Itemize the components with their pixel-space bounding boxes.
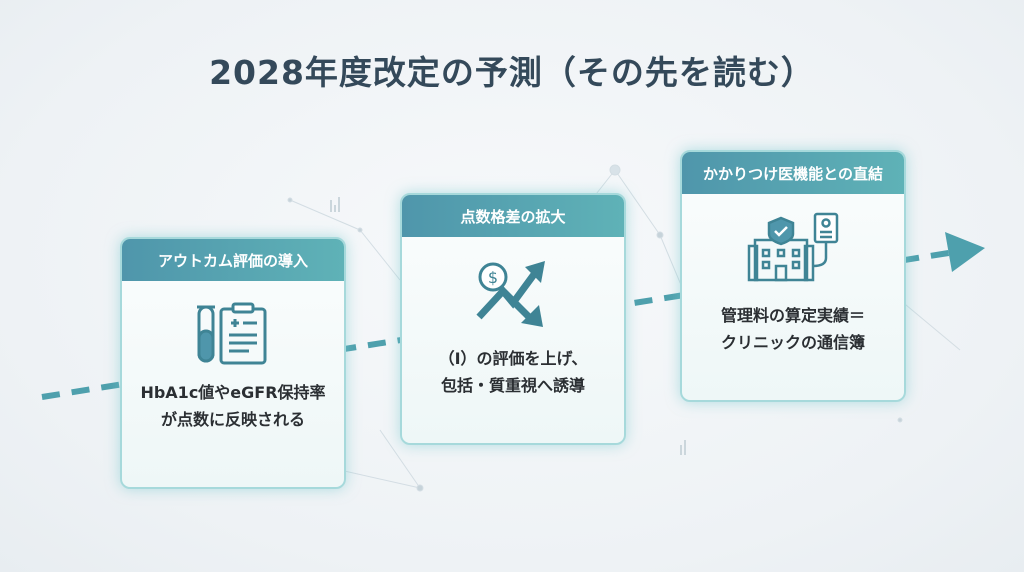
card-text-line: 管理料の算定実績＝ bbox=[720, 306, 865, 325]
card-outcome-evaluation: アウトカム評価の導入 HbA1c値やeGFR保持率 が点数に反映される bbox=[120, 237, 346, 489]
card-score-gap: 点数格差の拡大 $ （I）の評価を上げ、 包括・質重視へ誘導 bbox=[400, 193, 626, 445]
diverging-arrows-dollar-icon: $ bbox=[402, 257, 624, 329]
test-tube-clipboard-icon bbox=[122, 301, 344, 365]
card-family-doctor-function: かかりつけ医機能との直結 管理料の算定実績＝ クリニックの通信簿 bbox=[680, 150, 906, 402]
svg-text:$: $ bbox=[488, 268, 498, 287]
clinic-document-icon bbox=[682, 210, 904, 282]
card-text-line: HbA1c値やeGFR保持率 bbox=[140, 383, 326, 402]
card-text-line: クリニックの通信簿 bbox=[720, 333, 865, 352]
card-text-line: 包括・質重視へ誘導 bbox=[440, 376, 585, 395]
card-header: 点数格差の拡大 bbox=[402, 195, 624, 237]
slide-title: 2028年度改定の予測（その先を読む） bbox=[209, 53, 815, 92]
card-header: かかりつけ医機能との直結 bbox=[682, 152, 904, 194]
card-text-line: （I）の評価を上げ、 bbox=[438, 349, 588, 368]
card-text-line: が点数に反映される bbox=[160, 410, 305, 429]
card-header: アウトカム評価の導入 bbox=[122, 239, 344, 281]
